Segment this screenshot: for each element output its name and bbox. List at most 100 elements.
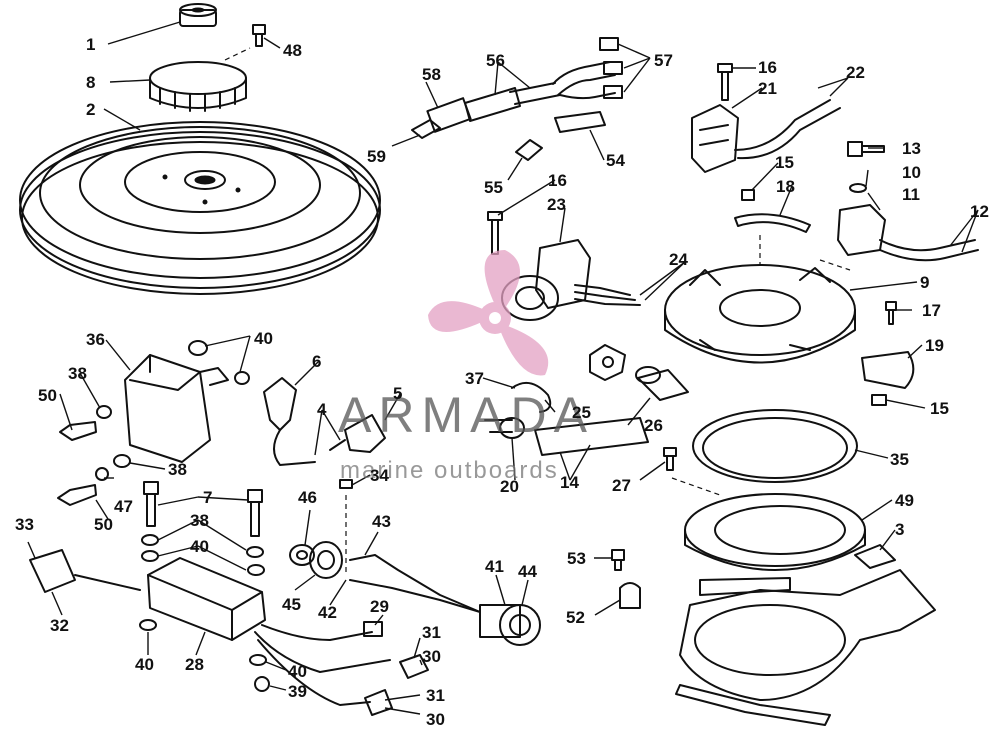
- screw-50-upper: [59, 421, 97, 441]
- spark-plug: [411, 37, 623, 139]
- washer-40-a: [141, 550, 159, 562]
- callout-40-lower: 40: [288, 662, 307, 681]
- charge-coil-11: [837, 204, 979, 262]
- callout-41: 41: [485, 557, 504, 576]
- support-ring: [671, 477, 866, 571]
- callout-59: 59: [367, 147, 386, 166]
- callout-35: 35: [890, 450, 909, 469]
- clip-37: [511, 381, 552, 413]
- callout-40-left: 40: [135, 655, 154, 674]
- lock-washer-39: [254, 676, 270, 692]
- spark-plug-boot-6: [263, 377, 316, 466]
- callout-50-upper: 50: [38, 386, 57, 405]
- callout-45: 45: [282, 595, 301, 614]
- callout-55: 55: [484, 178, 503, 197]
- callout-54: 54: [606, 151, 625, 170]
- callout-56: 56: [486, 51, 505, 70]
- ignition-coil-21: [691, 99, 841, 173]
- timer-plate-19: [861, 351, 915, 406]
- callout-44: 44: [518, 562, 537, 581]
- callout-14: 14: [560, 473, 579, 492]
- callout-2: 2: [86, 100, 95, 119]
- bolt-7-left: [143, 481, 159, 527]
- washer-38-left: [96, 405, 112, 419]
- callout-18: 18: [776, 177, 795, 196]
- callout-40-mid: 40: [190, 537, 209, 556]
- grommet-45: [309, 541, 343, 579]
- callout-6: 6: [312, 352, 321, 371]
- callout-30-upper: 30: [422, 647, 441, 666]
- spark-plug-boot-5: [329, 414, 386, 453]
- callout-5: 5: [393, 384, 402, 403]
- terminal-29: [363, 621, 383, 637]
- callout-52: 52: [566, 608, 585, 627]
- callout-3: 3: [895, 520, 904, 539]
- propeller-logo-icon: [428, 250, 549, 376]
- screw-53: [611, 549, 625, 571]
- callout-9: 9: [920, 273, 929, 292]
- callout-19: 19: [925, 336, 944, 355]
- ignition-coil-28: [147, 557, 391, 706]
- retainer-ring: [692, 409, 858, 483]
- connector-55: [515, 139, 543, 161]
- callout-42: 42: [318, 603, 337, 622]
- callout-21: 21: [758, 79, 777, 98]
- armature-plate: [675, 544, 936, 726]
- callout-38-mid: 38: [168, 460, 187, 479]
- callout-36: 36: [86, 330, 105, 349]
- screw-34: [339, 479, 353, 575]
- callout-39: 39: [288, 682, 307, 701]
- callout-58: 58: [422, 65, 441, 84]
- terminal-30-31-lower: [364, 689, 393, 716]
- callout-37: 37: [465, 369, 484, 388]
- callout-32: 32: [50, 616, 69, 635]
- washer-38-lower: [113, 454, 131, 468]
- callout-40-upper: 40: [254, 329, 273, 348]
- callout-30-lower: 30: [426, 710, 445, 729]
- stator-plate: [664, 235, 856, 364]
- washer-38-a: [141, 534, 159, 546]
- callout-13: 13: [902, 139, 921, 158]
- power-pack-23: [487, 211, 641, 321]
- screw-16-top: [717, 63, 733, 101]
- callout-49: 49: [895, 491, 914, 510]
- callout-31-lower: 31: [426, 686, 445, 705]
- sleeve-26: [635, 366, 689, 401]
- callout-53: 53: [567, 549, 586, 568]
- callout-28: 28: [185, 655, 204, 674]
- callout-11: 11: [902, 185, 920, 204]
- callout-7: 7: [203, 488, 212, 507]
- connector-44: [479, 604, 541, 646]
- callout-57: 57: [654, 51, 673, 70]
- washer-38-b: [246, 546, 264, 558]
- callout-25: 25: [572, 403, 591, 422]
- callout-38-lower: 38: [190, 511, 209, 530]
- clamp-52: [619, 582, 641, 609]
- boot-33: [29, 549, 141, 593]
- callout-34: 34: [370, 466, 389, 485]
- callout-1: 1: [86, 35, 95, 54]
- timer-base-25: [589, 344, 626, 381]
- callout-33: 33: [15, 515, 34, 534]
- screw-17: [885, 301, 897, 325]
- callout-48: 48: [283, 41, 302, 60]
- callout-46: 46: [298, 488, 317, 507]
- screw-48: [252, 24, 266, 47]
- callout-20: 20: [500, 477, 519, 496]
- watermark-title: ARMADA: [338, 387, 594, 443]
- callout-8: 8: [86, 73, 95, 92]
- callout-12: 12: [970, 202, 989, 221]
- callout-10: 10: [902, 163, 921, 182]
- link-20: [484, 417, 525, 439]
- callout-29: 29: [370, 597, 389, 616]
- armada-watermark: ARMADA marine outboards: [338, 250, 594, 484]
- watermark-subtitle: marine outboards: [340, 457, 559, 484]
- washer-40-b: [247, 564, 265, 576]
- callout-15-upper: 15: [775, 153, 794, 172]
- callout-47: 47: [114, 497, 133, 516]
- callout-31-upper: 31: [422, 623, 441, 642]
- spacer-18: [734, 189, 811, 233]
- ignition-module-36: [124, 340, 250, 463]
- screw-50-lower: [57, 484, 97, 506]
